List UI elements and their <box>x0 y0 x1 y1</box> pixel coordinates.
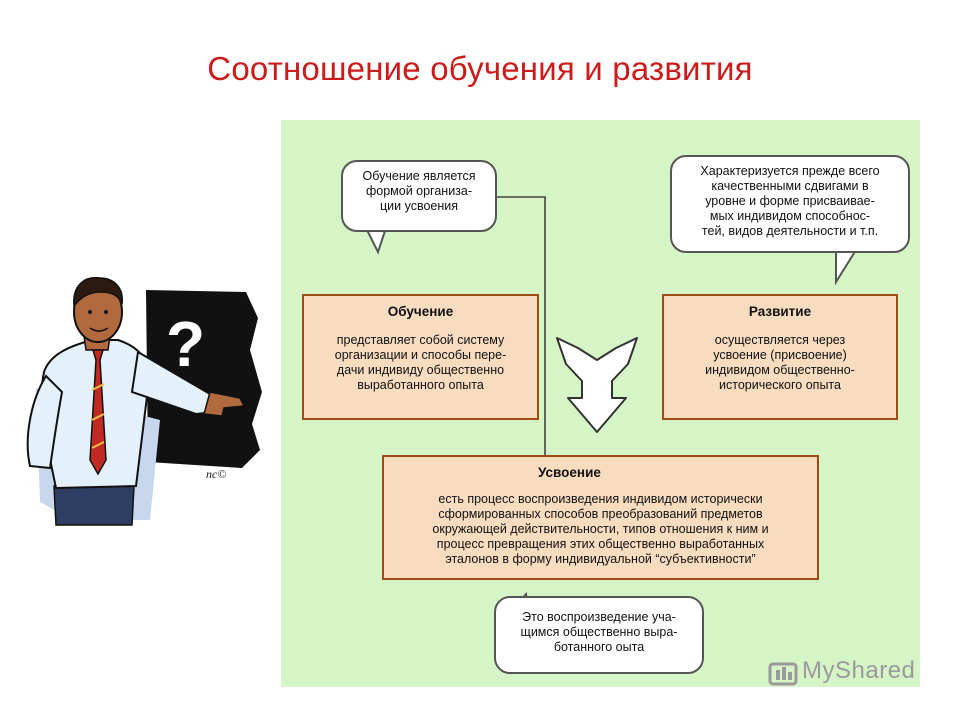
bubble-bottom: Это воспроизведение уча- щимся обществен… <box>494 596 704 674</box>
box-assimilation-title: Усвоение <box>538 465 601 480</box>
bubble-right-tail <box>835 249 858 286</box>
slide-title: Соотношение обучения и развития <box>207 50 753 87</box>
box-learning-title: Обучение <box>387 304 454 319</box>
board-question-mark: ? <box>166 308 205 380</box>
watermark: MyShared <box>768 657 915 686</box>
merge-arrow-icon <box>556 337 638 433</box>
box-assimilation-text: есть процесс воспроизведения индивидом и… <box>432 492 769 566</box>
box-assimilation: Усвоение есть процесс воспроизведения ин… <box>382 455 819 580</box>
signature: nc© <box>206 467 226 481</box>
box-development-title: Развитие <box>748 304 812 319</box>
box-learning-text: представляет собой систему организации и… <box>334 333 507 392</box>
box-learning: Обучение представляет собой систему орга… <box>302 294 539 420</box>
connector-line <box>496 196 546 478</box>
watermark-text: MyShared <box>802 657 916 684</box>
myshared-logo-icon <box>768 662 798 686</box>
box-development: Развитие осуществляется через усвоение (… <box>662 294 898 420</box>
bubble-right: Характеризуется прежде всего качественны… <box>670 155 910 253</box>
chalkboard <box>146 290 262 468</box>
bubble-left: Обучение является формой организа- ции у… <box>341 160 497 232</box>
teacher-illustration: ? nc© <box>26 276 262 526</box>
box-development-text: осуществляется через усвоение (присвоени… <box>705 333 855 392</box>
